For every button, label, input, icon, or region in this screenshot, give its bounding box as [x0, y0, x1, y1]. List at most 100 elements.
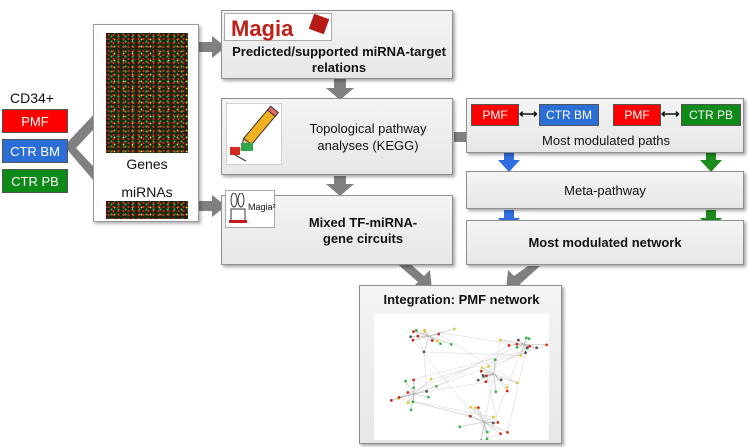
network-node — [452, 327, 456, 331]
network-edge — [470, 407, 494, 424]
network-edge — [482, 367, 495, 375]
network-node — [458, 425, 462, 429]
network-node — [469, 405, 472, 409]
network-node — [434, 384, 438, 388]
network-edge — [412, 401, 471, 417]
network-edge — [438, 333, 518, 383]
network-edge — [424, 330, 537, 348]
network-node — [515, 342, 519, 346]
network-node — [430, 339, 434, 342]
compare-right-pmf: PMF — [613, 104, 661, 126]
network-edge — [412, 335, 430, 341]
data-panel: Genes miRNAs — [93, 24, 199, 222]
network-node — [535, 346, 539, 350]
network-node — [412, 330, 415, 334]
compare-left-pmf: PMF — [471, 104, 519, 126]
most-modulated-network-box: Most modulated network — [466, 220, 744, 265]
target-relations-title: Predicted/supported miRNA-target relatio… — [232, 44, 446, 75]
network-node — [505, 385, 509, 389]
network-edge — [493, 373, 508, 392]
network-edge — [391, 393, 415, 401]
network-node — [411, 400, 415, 404]
network-image — [374, 314, 549, 443]
network-node — [485, 374, 488, 378]
network-node — [409, 408, 413, 412]
network-node — [479, 439, 483, 443]
network-node — [519, 354, 523, 357]
magia-logo-text: Magia — [231, 16, 294, 41]
network-edge — [475, 407, 485, 423]
network-node — [480, 366, 484, 370]
target-relations-box: Magia Predicted/supported miRNA-target r… — [221, 10, 453, 79]
network-edge — [398, 387, 414, 399]
network-edge — [416, 330, 430, 337]
network-edge — [424, 351, 521, 356]
network-node — [406, 401, 410, 405]
network-edge — [423, 351, 427, 392]
network-node — [409, 335, 413, 339]
network-node — [481, 374, 485, 377]
network-node — [389, 399, 393, 402]
network-node — [412, 378, 416, 382]
network-edge — [483, 421, 501, 434]
compare-left-ctr-bm: CTR BM — [539, 104, 599, 126]
step-flow-arrows — [326, 78, 354, 196]
network-node — [506, 430, 509, 434]
network-node — [473, 406, 477, 410]
network-edge — [500, 339, 525, 345]
network-node — [406, 391, 410, 394]
group-pmf: PMF — [2, 109, 68, 133]
network-edge — [431, 352, 526, 380]
network-edge — [520, 343, 525, 356]
pathway-analysis-title: Topological pathway analyses (KEGG) — [309, 121, 427, 153]
network-edge — [399, 393, 415, 398]
network-edge — [470, 415, 485, 423]
network-edge — [413, 391, 427, 395]
network-node — [525, 346, 529, 350]
network-node — [404, 379, 407, 383]
network-node — [423, 328, 426, 332]
most-modulated-paths-box: PMF ⟷ CTR BM PMF ⟷ CTR PB Most modulated… — [466, 98, 744, 153]
network-edge — [428, 335, 441, 344]
network-node — [439, 342, 442, 345]
magia-logo: Magia — [224, 13, 332, 41]
network-node — [516, 338, 520, 342]
network-node — [397, 395, 401, 399]
integration-box: Integration: PMF network — [359, 285, 562, 444]
network-edge — [405, 381, 412, 410]
most-modulated-paths-caption: Most modulated paths — [542, 132, 670, 148]
compare-right-ctr-pb: CTR PB — [681, 104, 741, 126]
network-edge — [507, 352, 526, 433]
network-edge — [483, 421, 508, 433]
network-node — [515, 381, 519, 385]
network-edge — [426, 379, 502, 392]
network-edge — [523, 343, 526, 353]
mirna-heatmap — [106, 201, 188, 219]
network-edge — [413, 378, 432, 395]
circuits-box: Magia² Mixed TF-miRNA-gene circuits — [221, 190, 453, 265]
network-edge — [483, 421, 494, 424]
network-edge — [493, 373, 518, 384]
network-edge — [412, 340, 488, 433]
network-node — [429, 377, 433, 381]
group-ctr-bm: CTR BM — [2, 139, 68, 163]
circuits-title: Mixed TF-miRNA-gene circuits — [308, 215, 418, 246]
network-node — [528, 344, 532, 348]
network-edge — [436, 344, 547, 387]
network-edge — [459, 421, 485, 427]
network-node — [437, 332, 441, 336]
network-node — [476, 378, 480, 382]
network-node — [499, 432, 502, 436]
network-node — [484, 380, 488, 384]
network-node — [527, 337, 531, 341]
network-edge — [428, 335, 452, 345]
network-node — [545, 343, 549, 347]
network-edge — [493, 359, 496, 375]
network-node — [449, 343, 453, 346]
group-ctr-pb: CTR PB — [2, 169, 68, 193]
network-edge — [483, 416, 494, 423]
network-node — [485, 430, 489, 434]
network-edge — [436, 345, 510, 387]
magician-hat-icon — [229, 193, 247, 223]
